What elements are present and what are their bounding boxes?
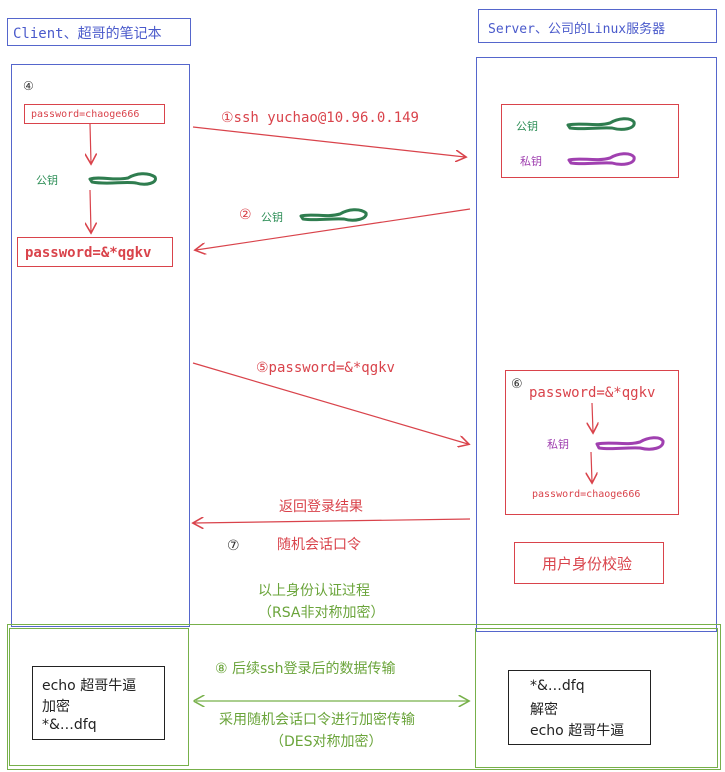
rsa-note-line1: 以上身份认证过程 bbox=[258, 583, 370, 599]
transfer-section bbox=[7, 624, 721, 770]
transfer-line2: 采用随机会话口令进行加密传输 bbox=[219, 712, 415, 728]
server-verify-label: 用户身份校验 bbox=[542, 555, 633, 573]
client-data-box: echo 超哥牛逼 加密 *&…dfq bbox=[32, 666, 165, 740]
client-transfer-box bbox=[9, 628, 189, 766]
server-verify-box: 用户身份校验 bbox=[514, 542, 664, 584]
transfer-line3: （DES对称加密） bbox=[270, 734, 383, 750]
server-pubkey-label: 公钥 bbox=[516, 120, 538, 133]
step-6-marker: ⑥ bbox=[511, 377, 523, 392]
step-5-label: ⑤password=&*qgkv bbox=[256, 360, 395, 376]
step-4-marker: ④ bbox=[23, 79, 34, 93]
server-transfer-box bbox=[475, 628, 718, 768]
client-column bbox=[11, 64, 190, 627]
client-password-encrypted: password=&*qgkv bbox=[25, 245, 152, 261]
client-data-line2: 加密 bbox=[42, 699, 70, 715]
step-8-label: ⑧ 后续ssh登录后的数据传输 bbox=[215, 661, 396, 677]
step-2-label: 公钥 bbox=[261, 211, 283, 224]
client-title-box: Client、超哥的笔记本 bbox=[7, 18, 191, 46]
client-password-encrypted-box: password=&*qgkv bbox=[17, 237, 173, 267]
decrypt-privkey-label: 私钥 bbox=[547, 438, 569, 451]
client-password-plain-box: password=chaoge666 bbox=[24, 104, 165, 124]
server-column bbox=[476, 57, 717, 632]
result-label: 返回登录结果 bbox=[279, 499, 363, 515]
server-privkey-label: 私钥 bbox=[520, 155, 542, 168]
arrow-step2 bbox=[196, 208, 471, 250]
step-1-label: ①ssh yuchao@10.96.0.149 bbox=[221, 110, 419, 126]
rsa-note-line2: （RSA非对称加密） bbox=[258, 605, 385, 621]
arrow-step1 bbox=[192, 126, 465, 157]
step-7-number: ⑦ bbox=[227, 538, 240, 554]
key-icon-step2 bbox=[299, 208, 368, 222]
server-data-line1: *&…dfq bbox=[530, 678, 585, 694]
server-decrypt-box: ⑥ password=&*qgkv 私钥 password=chaoge666 bbox=[505, 370, 679, 515]
step-2-number: ② bbox=[239, 207, 252, 223]
session-label: 随机会话口令 bbox=[277, 537, 361, 553]
server-title: Server、公司的Linux服务器 bbox=[488, 22, 666, 37]
server-password-encrypted: password=&*qgkv bbox=[529, 385, 656, 401]
server-title-box: Server、公司的Linux服务器 bbox=[478, 9, 717, 43]
server-password-plain: password=chaoge666 bbox=[532, 489, 641, 500]
client-title: Client、超哥的笔记本 bbox=[13, 26, 162, 42]
server-data-box: *&…dfq 解密 echo 超哥牛逼 bbox=[508, 670, 651, 745]
arrow-step7 bbox=[194, 519, 471, 523]
server-keys-box: 公钥 私钥 bbox=[501, 104, 679, 178]
client-password-plain: password=chaoge666 bbox=[31, 109, 140, 120]
server-data-line2: 解密 bbox=[530, 702, 558, 718]
client-data-line1: echo 超哥牛逼 bbox=[42, 678, 137, 694]
client-data-line3: *&…dfq bbox=[42, 717, 97, 733]
client-pubkey-label: 公钥 bbox=[36, 174, 58, 187]
server-data-line3: echo 超哥牛逼 bbox=[530, 723, 625, 739]
